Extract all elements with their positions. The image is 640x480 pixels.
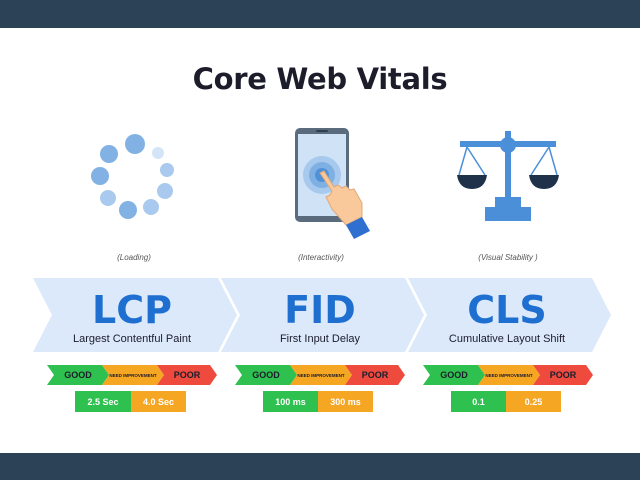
- cls-poor-segment: POOR: [533, 365, 593, 385]
- page-title: Core Web Vitals: [192, 62, 448, 96]
- lcp-good-segment: GOOD: [47, 365, 109, 385]
- fid-chevron: [221, 278, 424, 352]
- lcp-poor-segment: POOR: [157, 365, 217, 385]
- fid-good-segment: GOOD: [235, 365, 297, 385]
- fid-caption: (Interactivity): [298, 253, 344, 262]
- cls-good-segment: GOOD: [423, 365, 485, 385]
- balance-scale-icon: [457, 131, 559, 221]
- metric-chevron-band: [33, 278, 611, 352]
- fid-poor-segment: POOR: [345, 365, 405, 385]
- touch-phone-icon: [295, 128, 370, 239]
- cls-good-threshold: 0.1: [451, 391, 506, 412]
- fid-poor-threshold: 300 ms: [318, 391, 373, 412]
- lcp-needs-improvement-segment: NEED IMPROVEMENT: [102, 365, 164, 385]
- lcp-good-threshold: 2.5 Sec: [75, 391, 131, 412]
- lcp-poor-threshold: 4.0 Sec: [131, 391, 186, 412]
- cls-full-name: Cumulative Layout Shift: [448, 333, 566, 345]
- cls-poor-threshold: 0.25: [506, 391, 561, 412]
- cls-chevron: [408, 278, 611, 352]
- lcp-abbreviation: LCP: [92, 288, 172, 332]
- fid-abbreviation: FID: [284, 288, 356, 332]
- fid-metric: FID First Input Delay: [230, 288, 410, 345]
- fid-needs-improvement-segment: NEED IMPROVEMENT: [290, 365, 352, 385]
- lcp-caption: (Loading): [117, 253, 151, 262]
- cls-caption: (Visual Stability ): [478, 253, 538, 262]
- fid-good-threshold: 100 ms: [263, 391, 318, 412]
- top-banner-bar: [0, 0, 640, 28]
- cls-needs-improvement-segment: NEED IMPROVEMENT: [478, 365, 540, 385]
- fid-full-name: First Input Delay: [279, 333, 361, 345]
- loading-spinner-icon: [91, 134, 174, 219]
- lcp-full-name: Largest Contentful Paint: [72, 333, 192, 345]
- fid-rating-scale: GOOD NEED IMPROVEMENT POOR: [235, 365, 405, 385]
- lcp-rating-scale: GOOD NEED IMPROVEMENT POOR: [47, 365, 217, 385]
- cls-abbreviation: CLS: [467, 288, 547, 332]
- bottom-banner-bar: [0, 453, 640, 480]
- lcp-metric: LCP Largest Contentful Paint: [42, 288, 222, 345]
- lcp-chevron: [33, 278, 237, 352]
- cls-metric: CLS Cumulative Layout Shift: [417, 288, 597, 345]
- cls-rating-scale: GOOD NEED IMPROVEMENT POOR: [423, 365, 593, 385]
